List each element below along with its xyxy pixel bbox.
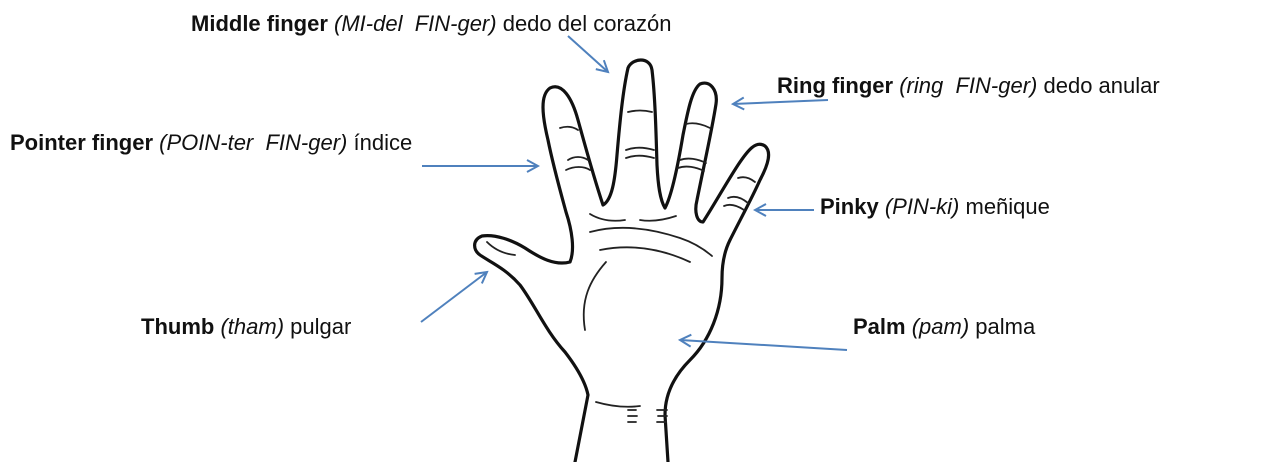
palm-term: Palm [853, 314, 906, 339]
pinky-label: Pinky (PIN-ki) meñique [820, 196, 1050, 218]
palm-spanish: palma [975, 314, 1036, 339]
thumb-label: Thumb (tham) pulgar [141, 316, 351, 338]
middle-finger-label: Middle finger (MI-del FIN-ger) dedo del … [191, 13, 672, 35]
pointer-finger-label: Pointer finger (POIN-ter FIN-ger) índice [10, 132, 412, 154]
middle-arrow [567, 35, 608, 72]
ring-finger-label: Ring finger (ring FIN-ger) dedo anular [777, 75, 1160, 97]
pointer-finger-spanish: índice [353, 130, 413, 155]
thumb-arrow [420, 272, 487, 323]
arrows [420, 35, 848, 351]
palm-label: Palm (pam) palma [853, 316, 1035, 338]
ring-finger-pronunciation: (ring FIN-ger) [899, 73, 1038, 98]
ring-finger-spanish: dedo anular [1043, 73, 1160, 98]
thumb-term: Thumb [141, 314, 215, 339]
middle-finger-pronunciation: (MI-del FIN-ger) [334, 11, 497, 36]
hand-illustration [473, 58, 771, 462]
pinky-pronunciation: (PIN-ki) [884, 194, 960, 219]
middle-finger-term: Middle finger [191, 11, 328, 36]
middle-finger-spanish: dedo del corazón [502, 11, 672, 36]
pointer-finger-pronunciation: (POIN-ter FIN-ger) [159, 130, 348, 155]
pinky-term: Pinky [820, 194, 879, 219]
thumb-pronunciation: (tham) [220, 314, 285, 339]
palm-arrow [680, 340, 848, 351]
thumb-spanish: pulgar [290, 314, 352, 339]
pointer-finger-term: Pointer finger [10, 130, 154, 155]
palm-pronunciation: (pam) [911, 314, 970, 339]
ring-finger-term: Ring finger [777, 73, 894, 98]
pinky-spanish: meñique [965, 194, 1050, 219]
ring-arrow [733, 100, 829, 104]
